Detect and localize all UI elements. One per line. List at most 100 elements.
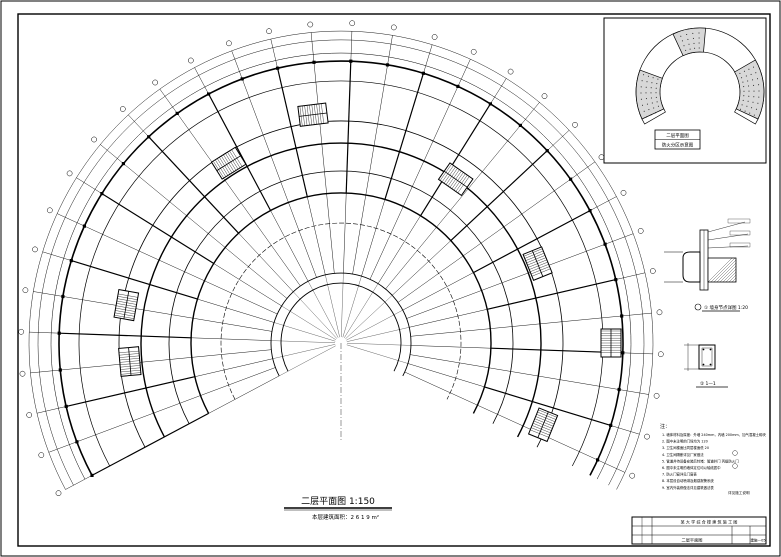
hatch-dot xyxy=(698,42,700,44)
hatch-dot xyxy=(648,109,650,111)
sheet-number: 建施—05 xyxy=(750,538,765,543)
hatch-line xyxy=(731,277,737,283)
center-ray xyxy=(346,344,408,364)
hatch-dot xyxy=(748,68,750,70)
column xyxy=(312,60,316,64)
partition-wall xyxy=(208,93,272,211)
note-item: 6. 图中未注明的墙体定位均以轴线居中 xyxy=(662,465,721,470)
column xyxy=(609,423,613,427)
hatch-dot xyxy=(753,90,755,92)
stair-landing xyxy=(123,291,130,319)
hatch-dot xyxy=(757,102,759,104)
hatch-dot xyxy=(698,47,700,49)
axis-bubble xyxy=(26,412,33,418)
note-item: 5. 管道井待设备安装后封堵：管道井门 丙级防火门 xyxy=(662,458,739,463)
room-arc xyxy=(78,80,604,467)
radial-axis-line xyxy=(385,102,540,290)
fire-zone-hatch xyxy=(635,69,665,120)
stair-landing xyxy=(531,250,544,277)
note-item: 1. 墙体材料及厚度：外墙 240mm，内墙 200mm，加气混凝土砌块 xyxy=(662,432,766,437)
radial-axis-line xyxy=(406,233,634,319)
partition-wall xyxy=(59,332,192,339)
hatch-dot xyxy=(698,37,700,39)
fire-zone-hatch xyxy=(672,27,706,57)
column xyxy=(69,259,73,263)
axis-bubble xyxy=(598,154,605,161)
hatch-dot xyxy=(655,112,657,114)
title-block: 某 大 学 综 合 楼 建 筑 施 工 图 二层平面图 建施—05 xyxy=(631,516,767,545)
rebar-dot xyxy=(709,363,712,366)
axis-bubble xyxy=(649,268,656,274)
radial-axis-line xyxy=(159,88,301,287)
hatch-dot xyxy=(645,98,647,100)
main-subtitle: 本层建筑面积：2 6 1 9 m² xyxy=(312,513,379,521)
hatch-dot xyxy=(747,80,749,82)
hatch-dot xyxy=(740,108,741,110)
partition-wall xyxy=(419,103,491,217)
hatch-dot xyxy=(747,100,749,102)
leader-line-1 xyxy=(707,221,746,233)
partition-wall xyxy=(71,260,198,300)
note-item: 3. 卫生间楼面比同层楼面低 20 xyxy=(662,445,709,450)
hatch-dot xyxy=(645,92,647,94)
hatch-dot xyxy=(748,90,750,92)
hatch-dot xyxy=(646,81,648,83)
partition-wall xyxy=(345,61,352,194)
hatch-dot xyxy=(641,80,643,82)
column xyxy=(61,294,65,299)
insulation-block xyxy=(707,257,737,283)
leader-note-3 xyxy=(729,242,751,248)
notes-tail: 详见施工说明 xyxy=(728,490,750,495)
axis-bubble xyxy=(644,433,650,440)
radial-axis-line xyxy=(352,35,393,275)
hatch-dot xyxy=(640,86,642,88)
leader-note-1 xyxy=(727,218,751,224)
center-ray xyxy=(281,305,336,340)
axis-bubble xyxy=(653,392,660,399)
center-ray xyxy=(279,345,336,377)
hatch-dot xyxy=(686,34,688,35)
radial-axis-line xyxy=(33,291,273,332)
stair-landing xyxy=(444,170,468,188)
hatch-dot xyxy=(743,95,745,97)
corridor-wall-arc xyxy=(140,142,542,438)
column xyxy=(421,71,425,75)
center-ray xyxy=(344,283,379,338)
hatch-dot xyxy=(643,74,645,76)
center-ray xyxy=(346,343,412,346)
hatch-dot xyxy=(657,105,659,107)
hatch-dot xyxy=(655,96,657,98)
hatch-dot xyxy=(745,75,747,77)
axis-bubble xyxy=(226,40,232,47)
hatch-dot xyxy=(752,79,754,81)
hatch-dot xyxy=(653,107,655,109)
hatch-dot xyxy=(643,110,645,112)
radial-axis-line xyxy=(410,312,652,337)
hatch-dot xyxy=(688,43,690,45)
hatch-dot xyxy=(739,72,741,74)
note-item: 7. 防火门窗详见门窗表 xyxy=(662,472,697,477)
general-notes: 注： 1. 墙体材料及厚度：外墙 240mm，内墙 200mm，加气混凝土砌块2… xyxy=(660,423,766,495)
partition-wall xyxy=(148,136,240,234)
hatch-dot xyxy=(752,101,754,103)
hatch-dot xyxy=(645,86,647,88)
dimension-arc xyxy=(37,39,645,486)
leader-line-3 xyxy=(707,245,749,249)
stair-core xyxy=(522,246,553,281)
column xyxy=(147,135,151,139)
axis-bubble xyxy=(349,20,356,27)
column xyxy=(588,209,592,213)
center-ray xyxy=(325,274,340,338)
notes-title: 注： xyxy=(660,423,670,430)
hatch-dot xyxy=(750,73,752,75)
balcony-arc xyxy=(50,52,632,480)
axis-bubble xyxy=(629,472,636,479)
column xyxy=(121,162,125,166)
fan-shaped-floor-plan xyxy=(18,20,664,497)
hatch-dot xyxy=(646,116,647,118)
hatch-dot xyxy=(755,72,757,74)
hatch-line xyxy=(734,280,737,283)
column xyxy=(175,111,179,115)
center-ray xyxy=(274,322,336,342)
